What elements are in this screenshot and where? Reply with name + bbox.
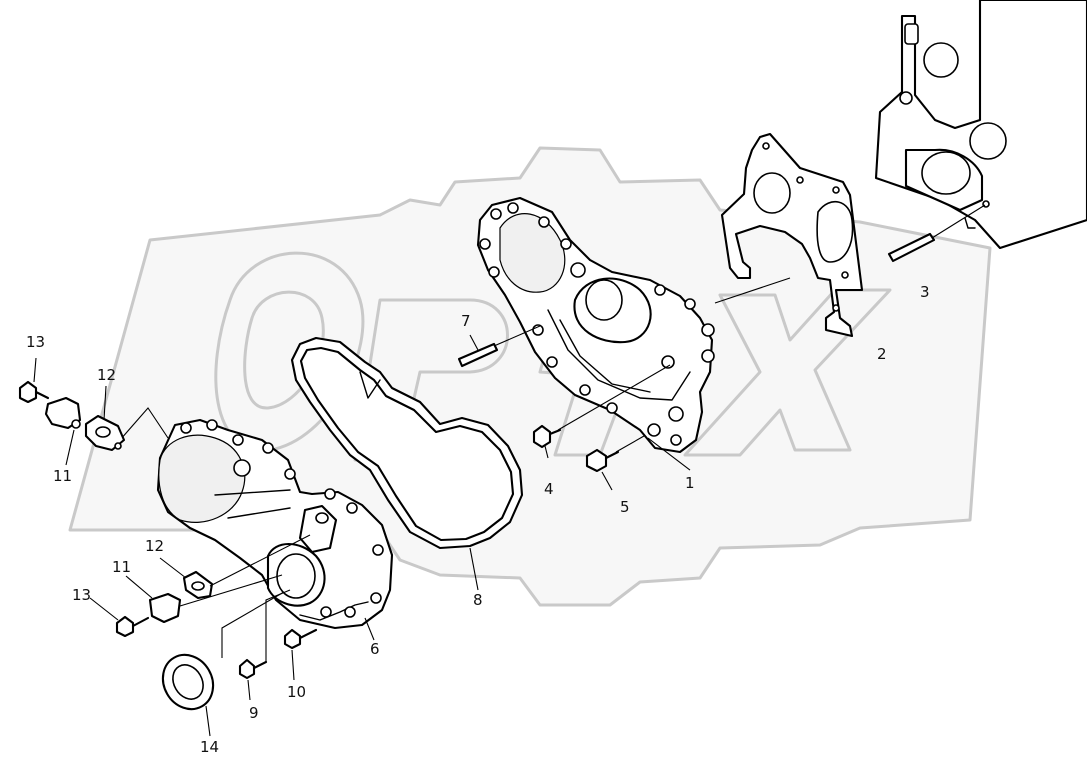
engine-block — [874, 0, 1087, 250]
bolt-9 — [238, 589, 291, 701]
callout-14: 14 — [200, 738, 219, 756]
gasket-12-lower — [159, 534, 311, 600]
bolt-4 — [532, 364, 671, 459]
oil-seal-14 — [161, 591, 285, 737]
callout-8: 8 — [473, 591, 483, 609]
gasket-12-upper — [84, 385, 126, 452]
cover-plate-11-lower — [125, 574, 283, 624]
callout-6: 6 — [370, 640, 380, 658]
callout-9: 9 — [249, 704, 259, 722]
callout-13-upper: 13 — [26, 333, 45, 351]
callout-3: 3 — [920, 283, 930, 301]
callout-5: 5 — [620, 498, 630, 516]
callout-12-lower: 12 — [145, 537, 164, 555]
callout-1: 1 — [685, 474, 695, 492]
bolt-13-upper — [18, 357, 50, 404]
callout-13-lower: 13 — [72, 586, 91, 604]
dowel-pin-7 — [457, 325, 541, 368]
callout-labels: 1 2 3 4 5 6 7 8 9 10 11 11 12 12 13 13 1… — [26, 283, 930, 756]
dowel-pin-3 — [887, 204, 986, 263]
timing-case-1 — [476, 196, 715, 471]
callout-11-lower: 11 — [112, 558, 131, 576]
bolt-10 — [283, 628, 318, 681]
cover-plate-11-upper — [44, 396, 82, 466]
gasket-plate-2 — [714, 132, 864, 338]
callout-7: 7 — [461, 312, 471, 330]
callout-4: 4 — [544, 480, 554, 498]
bolt-5 — [585, 435, 645, 491]
bracket-leaders-upper — [119, 407, 169, 441]
front-cover-6 — [156, 418, 394, 641]
callout-10: 10 — [287, 683, 306, 701]
gasket-8 — [290, 336, 524, 591]
callout-2: 2 — [877, 345, 887, 363]
bolt-13-lower — [89, 597, 150, 638]
callout-12-upper: 12 — [97, 366, 116, 384]
callout-11-upper: 11 — [53, 467, 72, 485]
